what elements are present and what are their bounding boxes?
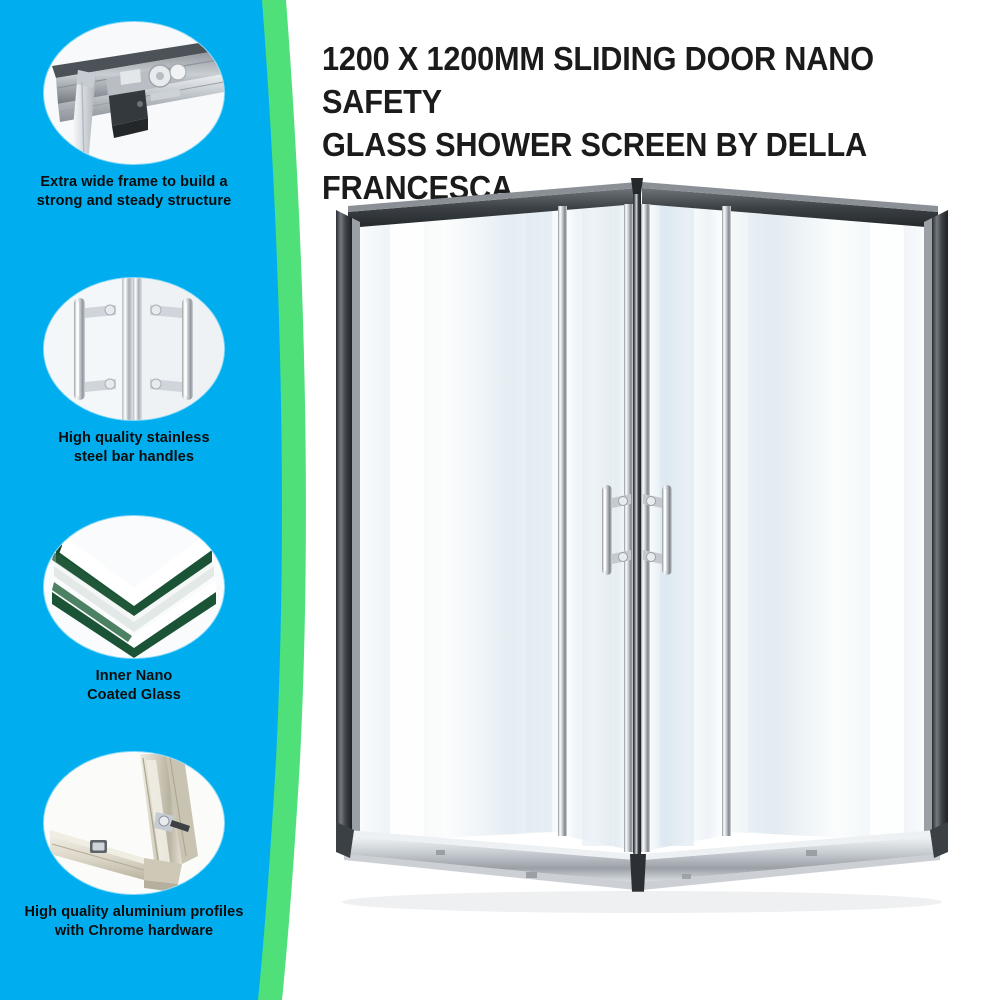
feature-list: Extra wide frame to build a strong and s… bbox=[0, 0, 268, 1000]
bottom-sill-right-top bbox=[642, 830, 940, 860]
wall-post-left-inner bbox=[352, 218, 360, 844]
bottom-sill-left bbox=[344, 836, 636, 882]
feature-item-frame: Extra wide frame to build a strong and s… bbox=[0, 22, 268, 210]
feature-caption-frame: Extra wide frame to build a strong and s… bbox=[36, 174, 232, 209]
centre-post-cap bbox=[631, 178, 643, 194]
bottom-corner-joint bbox=[630, 854, 646, 892]
wall-post-right bbox=[932, 210, 948, 850]
top-rail-right bbox=[642, 188, 938, 228]
blue-panel bbox=[0, 0, 282, 1000]
door-handle-right bbox=[662, 485, 672, 575]
top-rail-left-top bbox=[348, 182, 638, 212]
door-stile-left-fixed bbox=[558, 206, 567, 836]
bottom-sill-right bbox=[642, 836, 940, 882]
centre-post-highlight bbox=[635, 194, 638, 854]
nano-coated-glass-layers-icon bbox=[44, 516, 224, 658]
bottom-cap-left bbox=[336, 822, 354, 858]
stainless-bar-handles-icon bbox=[44, 278, 224, 420]
door-handle-left bbox=[602, 485, 612, 575]
feature-caption-glass: Inner Nano Coated Glass bbox=[87, 668, 181, 703]
feature-caption-profiles: High quality aluminium profiles with Chr… bbox=[24, 904, 244, 939]
feature-caption-handles: High quality stainless steel bar handles bbox=[58, 430, 210, 465]
door-stile-left-sliding bbox=[624, 204, 633, 852]
bottom-sill-left-top bbox=[344, 830, 636, 860]
bottom-cap-right bbox=[930, 822, 948, 858]
sidebar-decoration bbox=[0, 0, 330, 1000]
feature-item-glass: Inner Nano Coated Glass bbox=[0, 516, 268, 704]
top-rail-right-top bbox=[642, 182, 938, 212]
feature-item-profiles: High quality aluminium profiles with Chr… bbox=[0, 752, 268, 940]
wall-post-left bbox=[336, 210, 352, 850]
bottom-sill-right-shadow bbox=[642, 854, 940, 890]
page-title: 1200 x 1200mm Sliding Door Nano Safety G… bbox=[322, 40, 874, 206]
wall-post-right-inner bbox=[924, 218, 932, 844]
top-rail-left bbox=[348, 188, 638, 228]
aluminium-profile-corner-icon bbox=[44, 752, 224, 894]
door-stile-right-sliding bbox=[641, 204, 650, 852]
shower-rail-roller-icon bbox=[44, 22, 224, 164]
door-stile-right-fixed bbox=[722, 206, 731, 836]
bottom-sill-left-shadow bbox=[344, 854, 636, 890]
product-image-shower-screen bbox=[330, 160, 970, 970]
feature-item-handles: High quality stainless steel bar handles bbox=[0, 278, 268, 466]
